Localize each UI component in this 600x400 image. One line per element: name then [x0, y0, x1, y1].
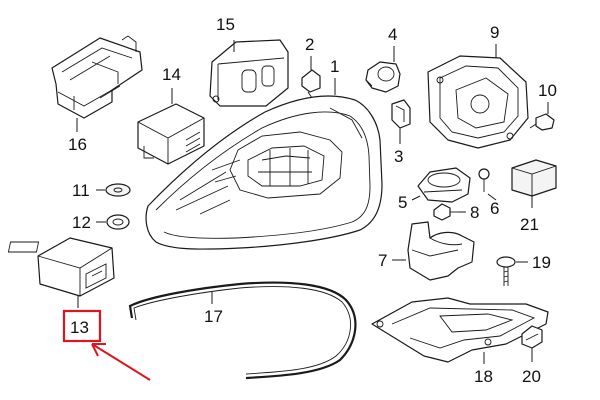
callout-4: 4: [388, 25, 397, 44]
callout-10: 10: [538, 81, 557, 100]
callout-15: 15: [216, 15, 235, 34]
part-10-screw-drawing: [529, 113, 555, 131]
part-8-bolt-drawing: [433, 203, 458, 221]
part-4-actuator-drawing: [365, 61, 401, 93]
callout-9: 9: [490, 23, 499, 42]
callout-5: 5: [398, 193, 407, 212]
callout-2: 2: [305, 35, 314, 54]
highlight-arrow: [91, 343, 151, 381]
part-16-bracket-drawing: [51, 35, 143, 119]
callout-16: 16: [68, 135, 87, 154]
callout-14: 14: [162, 65, 181, 84]
part-11-washer-drawing: [105, 183, 131, 197]
part-2-bulb-drawing: [301, 69, 321, 99]
part-12-grommet-drawing: [106, 214, 130, 230]
part-14-control-module-drawing: [137, 103, 205, 165]
part-6-screw-drawing: [478, 168, 490, 192]
callout-1: 1: [330, 57, 339, 76]
part-15-module-drawing: [209, 39, 289, 107]
part-20-clip-drawing: [521, 325, 543, 349]
part-7-bracket-drawing: [407, 221, 475, 281]
highlight-box: [62, 309, 102, 343]
part-17-seal-strip-drawing: [128, 281, 357, 380]
part-13-control-unit-drawing: [7, 237, 115, 297]
callout-12: 12: [72, 213, 91, 232]
callout-20: 20: [522, 367, 541, 386]
callout-8: 8: [470, 203, 479, 222]
callout-18: 18: [474, 367, 493, 386]
part-21-connector-drawing: [511, 159, 557, 197]
callout-19: 19: [532, 253, 551, 272]
callout-3: 3: [394, 147, 403, 166]
part-5-holder-drawing: [417, 167, 471, 203]
callout-21: 21: [520, 215, 539, 234]
part-19-bolt-drawing: [496, 256, 516, 286]
callout-7: 7: [378, 251, 387, 270]
part-3-cap-drawing: [391, 99, 411, 129]
callout-13: 13: [70, 318, 89, 337]
part-1-headlamp-drawing: [145, 95, 383, 250]
part-18-lower-bracket-drawing: [371, 297, 549, 363]
part-9-housing-drawing: [427, 55, 529, 149]
callout-11: 11: [72, 181, 90, 200]
callout-6: 6: [490, 199, 499, 218]
callout-17: 17: [204, 307, 223, 326]
